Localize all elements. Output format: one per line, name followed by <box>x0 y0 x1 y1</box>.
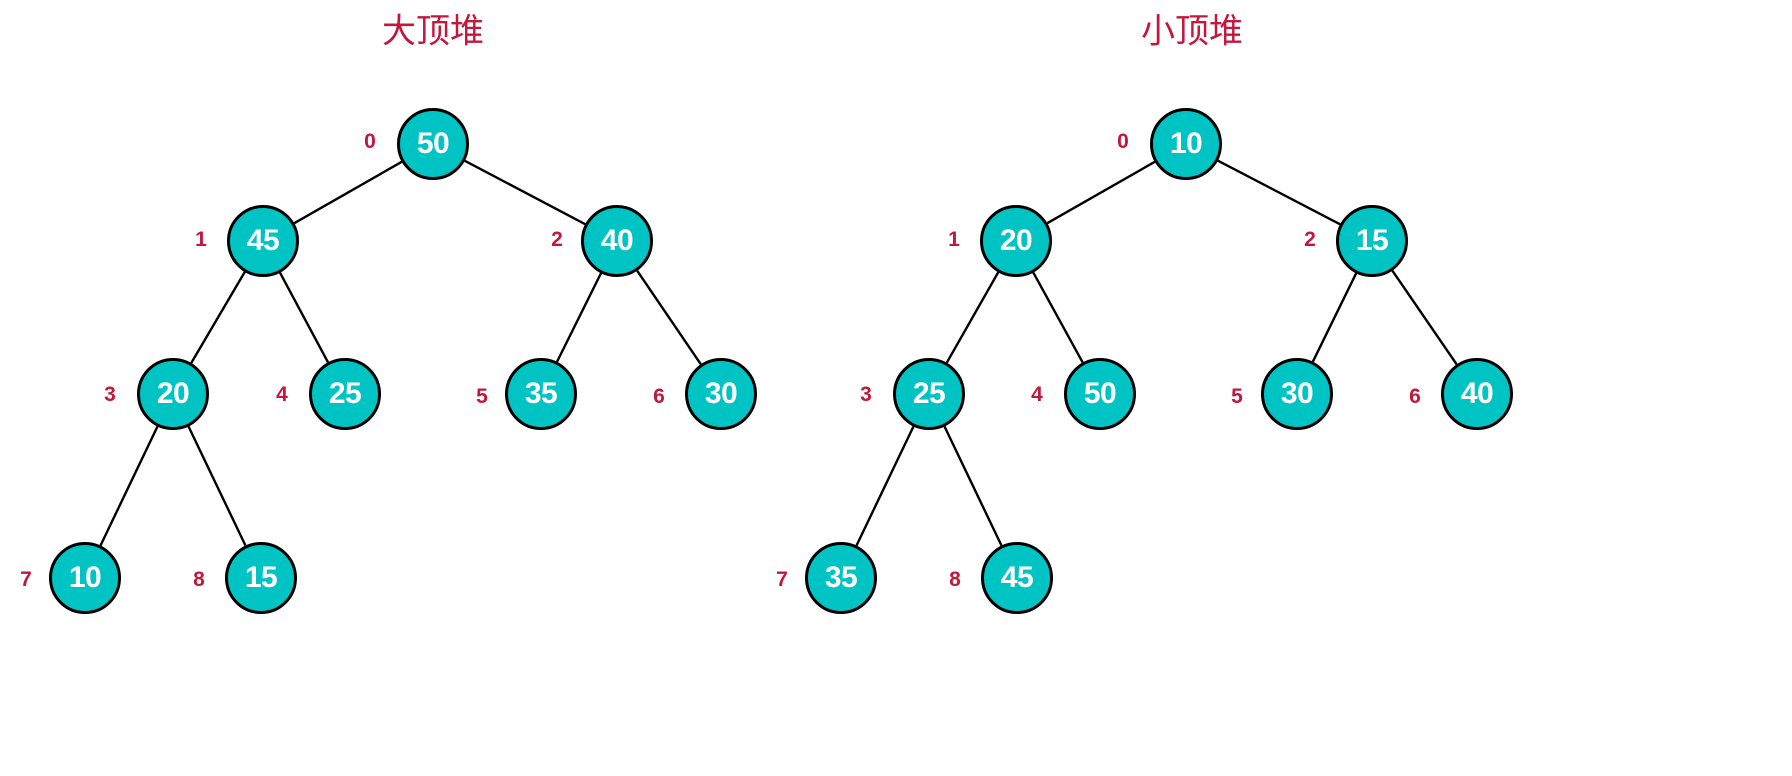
node-index-label: 3 <box>860 383 872 406</box>
tree-node[interactable]: 15 <box>1336 205 1408 277</box>
node-value: 45 <box>246 224 280 257</box>
tree-node[interactable]: 10 <box>49 542 121 614</box>
tree-edge <box>293 160 403 225</box>
tree-edge <box>945 271 1000 364</box>
node-value: 50 <box>1083 377 1117 410</box>
node-index-label: 6 <box>653 385 665 408</box>
node-index-label: 4 <box>276 383 288 406</box>
tree-edge <box>1311 272 1358 363</box>
node-value: 40 <box>600 224 634 257</box>
node-index-label: 8 <box>193 568 205 591</box>
tree-node[interactable]: 20 <box>137 358 209 430</box>
tree-edge <box>1032 271 1084 364</box>
tree-edge <box>464 159 586 226</box>
tree-edge <box>1046 160 1156 225</box>
node-index-label: 4 <box>1031 383 1043 406</box>
node-value: 25 <box>328 377 362 410</box>
tree-title-max-heap: 大顶堆 <box>382 11 484 52</box>
node-index-label: 3 <box>104 383 116 406</box>
node-value: 50 <box>416 127 450 160</box>
node-value: 45 <box>1000 561 1034 594</box>
tree-edge <box>943 425 1003 547</box>
node-value: 30 <box>1280 377 1314 410</box>
tree-node[interactable]: 50 <box>397 108 469 180</box>
tree-node[interactable]: 35 <box>805 542 877 614</box>
tree-edge <box>278 272 330 363</box>
tree-edge <box>636 270 702 365</box>
node-value: 15 <box>1355 224 1389 257</box>
tree-edge <box>190 271 246 364</box>
node-value: 35 <box>824 561 858 594</box>
tree-edge <box>1217 159 1341 226</box>
tree-node[interactable]: 50 <box>1064 358 1136 430</box>
tree-node[interactable]: 25 <box>893 358 965 430</box>
tree-node[interactable]: 40 <box>1441 358 1513 430</box>
tree-node[interactable]: 25 <box>309 358 381 430</box>
node-index-label: 2 <box>1304 228 1316 251</box>
tree-node[interactable]: 45 <box>981 542 1053 614</box>
tree-edge <box>99 425 159 547</box>
node-index-label: 7 <box>20 568 32 591</box>
tree-node[interactable]: 20 <box>980 205 1052 277</box>
tree-edge <box>187 425 247 547</box>
node-value: 20 <box>999 224 1033 257</box>
node-value: 25 <box>912 377 946 410</box>
tree-node[interactable]: 40 <box>581 205 653 277</box>
node-value: 35 <box>524 377 558 410</box>
tree-node[interactable]: 45 <box>227 205 299 277</box>
node-value: 10 <box>1169 127 1203 160</box>
node-value: 40 <box>1460 377 1494 410</box>
node-index-label: 8 <box>949 568 961 591</box>
node-index-label: 2 <box>551 228 563 251</box>
node-value: 20 <box>156 377 190 410</box>
tree-edge <box>1391 270 1458 365</box>
node-value: 15 <box>244 561 278 594</box>
node-index-label: 5 <box>1231 385 1243 408</box>
tree-node[interactable]: 10 <box>1150 108 1222 180</box>
node-value: 10 <box>68 561 102 594</box>
tree-node[interactable]: 30 <box>685 358 757 430</box>
node-index-label: 0 <box>1117 130 1129 153</box>
node-index-label: 7 <box>776 568 788 591</box>
tree-title-min-heap: 小顶堆 <box>1141 11 1243 52</box>
node-index-label: 0 <box>364 130 376 153</box>
tree-node[interactable]: 30 <box>1261 358 1333 430</box>
node-index-label: 6 <box>1409 385 1421 408</box>
node-value: 30 <box>704 377 738 410</box>
node-index-label: 5 <box>476 385 488 408</box>
tree-edge <box>555 272 603 363</box>
tree-node[interactable]: 35 <box>505 358 577 430</box>
tree-edge <box>855 425 915 547</box>
node-index-label: 1 <box>948 228 960 251</box>
tree-node[interactable]: 15 <box>225 542 297 614</box>
node-index-label: 1 <box>195 228 207 251</box>
